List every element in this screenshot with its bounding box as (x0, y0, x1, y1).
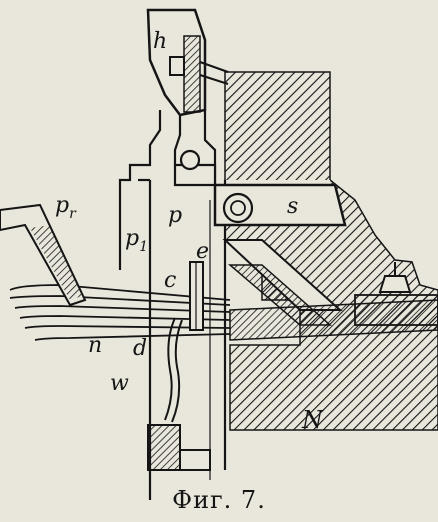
rod-pr (0, 203, 87, 307)
label-h: h (153, 29, 167, 54)
figure-caption: Фиг. 7. (172, 486, 266, 514)
label-n: n (88, 333, 102, 358)
cable-bundle (9, 284, 231, 341)
label-c: c (164, 268, 176, 293)
label-N: N (301, 406, 324, 434)
spring-assembly (164, 261, 204, 423)
label-w: w (110, 371, 129, 396)
clamp-h (146, 8, 229, 117)
lower-assembly (222, 239, 438, 341)
label-e: e (196, 239, 209, 264)
label-pr: pr (55, 193, 77, 222)
foot-block (147, 424, 211, 471)
slider-s (213, 183, 347, 227)
label-s: s (287, 194, 298, 219)
label-p1: p1 (125, 226, 148, 255)
label-d: d (133, 336, 147, 361)
label-p: p (168, 203, 182, 228)
